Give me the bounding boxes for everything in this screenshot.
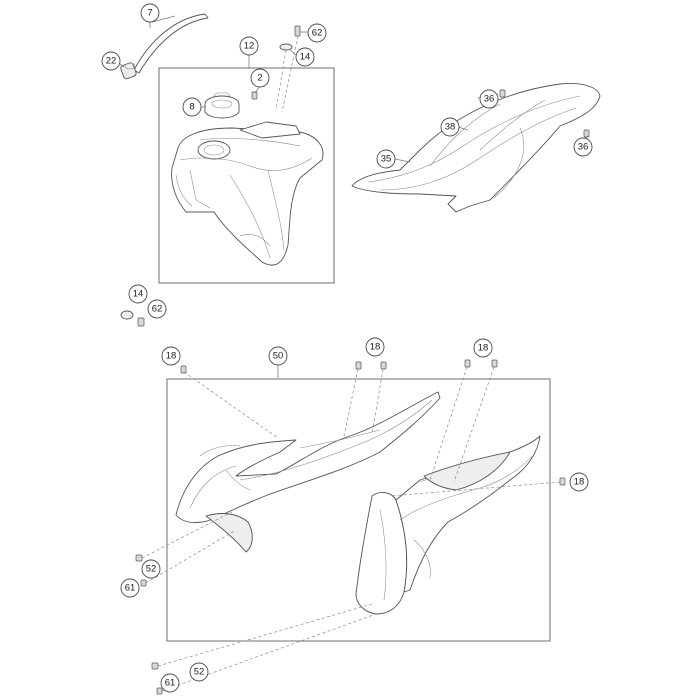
callout-2: 2 xyxy=(250,68,270,88)
left-side-cover xyxy=(175,391,441,553)
callout-62-loose: 62 xyxy=(147,299,167,319)
callout-label: 62 xyxy=(152,304,163,315)
side-cover-group-frame xyxy=(166,378,551,642)
callout-14: 14 xyxy=(295,47,315,67)
callout-50: 50 xyxy=(268,346,288,366)
breather-hose xyxy=(133,13,209,74)
callouts: 7 62 22 12 14 2 8 36 38 35 36 14 62 18 5… xyxy=(101,3,593,693)
tank-bolt-loose xyxy=(137,317,145,327)
callout-62: 62 xyxy=(307,23,327,43)
callout-52-b: 52 xyxy=(189,662,209,682)
callout-14-loose: 14 xyxy=(128,284,148,304)
seat xyxy=(351,83,601,213)
hose-fitting xyxy=(120,62,137,80)
callout-36-top: 36 xyxy=(479,89,499,109)
callout-label: 14 xyxy=(133,289,144,300)
callout-label: 35 xyxy=(381,154,392,165)
right-side-cover xyxy=(355,435,541,615)
callout-label: 22 xyxy=(106,56,117,67)
tank-washer-loose xyxy=(120,310,134,320)
callout-label: 18 xyxy=(478,343,489,354)
callout-38: 38 xyxy=(440,117,460,137)
callout-label: 18 xyxy=(166,351,177,362)
callout-label: 52 xyxy=(146,564,157,575)
callout-12: 12 xyxy=(239,36,259,56)
callout-7: 7 xyxy=(140,3,160,23)
fuel-cap xyxy=(204,92,240,119)
callout-18-c: 18 xyxy=(473,338,493,358)
callout-label: 36 xyxy=(578,142,589,153)
fuel-tank-group xyxy=(120,13,335,327)
callout-18-d: 18 xyxy=(569,472,589,492)
callout-36-right: 36 xyxy=(573,137,593,157)
callout-label: 50 xyxy=(273,351,284,362)
cap-screw xyxy=(251,91,258,100)
callout-52-a: 52 xyxy=(141,559,161,579)
leader-lines xyxy=(119,15,589,692)
callout-label: 8 xyxy=(189,102,194,113)
callout-label: 18 xyxy=(574,477,585,488)
callout-18-a: 18 xyxy=(161,346,181,366)
callout-label: 18 xyxy=(370,342,381,353)
callout-label: 12 xyxy=(244,41,255,52)
tank-bolt-top xyxy=(294,25,301,37)
callout-label: 2 xyxy=(257,73,262,84)
callout-61-a: 61 xyxy=(120,578,140,598)
callout-61-b: 61 xyxy=(160,673,180,693)
fuel-tank xyxy=(171,121,324,266)
callout-label: 61 xyxy=(165,678,176,689)
callout-22: 22 xyxy=(101,51,121,71)
callout-label: 14 xyxy=(300,52,311,63)
tank-washer-top xyxy=(279,43,293,51)
callout-label: 61 xyxy=(125,583,136,594)
callout-label: 7 xyxy=(147,8,152,19)
callout-35: 35 xyxy=(376,149,396,169)
callout-18-b: 18 xyxy=(365,337,385,357)
fuel-tank-group-frame xyxy=(158,67,335,284)
callout-8: 8 xyxy=(182,97,202,117)
callout-label: 52 xyxy=(194,667,205,678)
callout-label: 36 xyxy=(484,94,495,105)
side-cover-group xyxy=(135,359,566,695)
callout-label: 62 xyxy=(312,28,323,39)
callout-label: 38 xyxy=(445,122,456,133)
